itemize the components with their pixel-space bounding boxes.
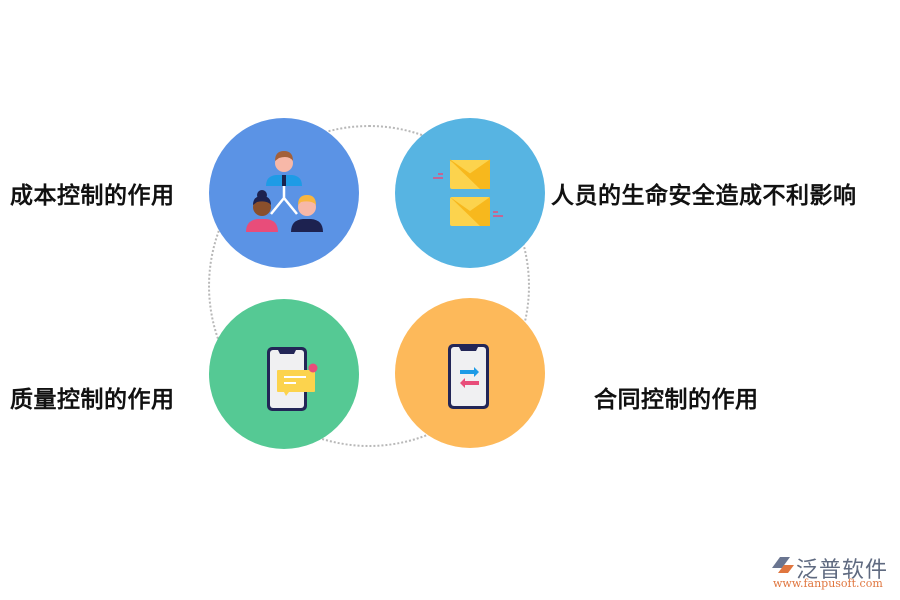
envelopes-icon xyxy=(433,159,503,226)
logo-url: www.fanpusoft.com xyxy=(773,577,883,590)
dotted-ring xyxy=(208,125,530,447)
circle-cost-control xyxy=(209,118,359,268)
label-contract-control: 合同控制的作用 xyxy=(594,387,759,413)
logo-mark-icon xyxy=(772,557,794,573)
team-hierarchy-icon xyxy=(246,151,323,232)
phone-message-icon xyxy=(267,347,318,411)
phone-transfer-icon xyxy=(448,344,489,409)
label-cost-control: 成本控制的作用 xyxy=(10,183,175,209)
circle-quality-control xyxy=(209,299,359,449)
circle-contract-control xyxy=(395,298,545,448)
circle-safety xyxy=(395,118,545,268)
label-quality-control: 质量控制的作用 xyxy=(10,387,175,413)
fanpu-logo: 泛普软件 www.fanpusoft.com xyxy=(770,552,895,592)
label-safety: 人员的生命安全造成不利影响 xyxy=(551,183,857,209)
logo-text: 泛普软件 xyxy=(796,558,889,583)
